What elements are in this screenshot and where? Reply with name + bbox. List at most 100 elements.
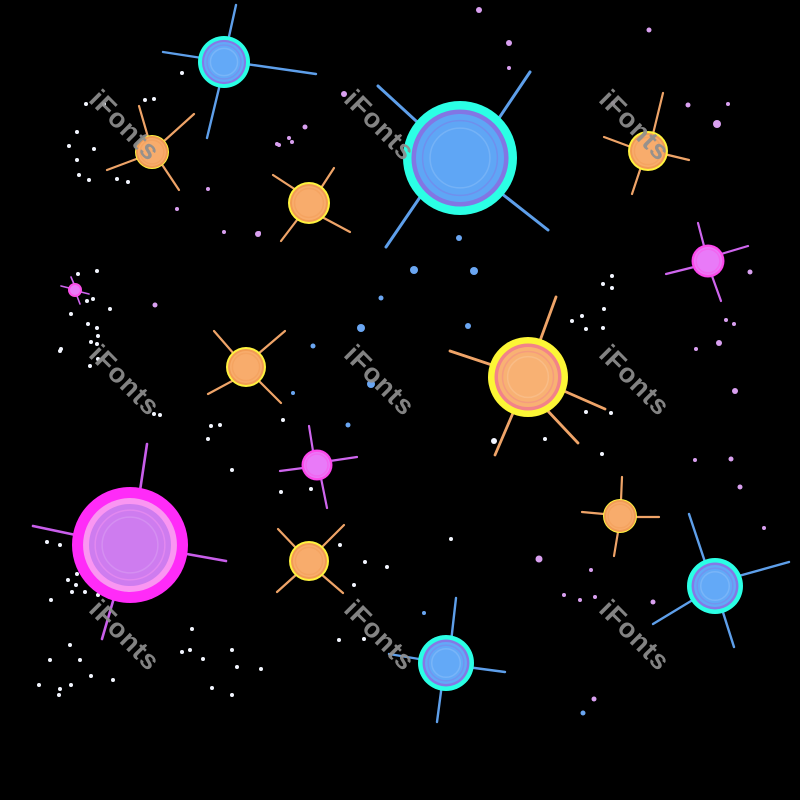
white-dot [206, 437, 210, 441]
white-dot [230, 648, 234, 652]
white-dot [601, 282, 605, 286]
white-dot [230, 693, 234, 697]
purple-dot [694, 347, 698, 351]
star-inner-ring [501, 350, 555, 404]
white-dot [75, 572, 79, 576]
white-dot [69, 683, 73, 687]
white-dot [74, 583, 78, 587]
white-dot [610, 286, 614, 290]
star-magenta-right [664, 221, 750, 303]
white-dot [352, 583, 356, 587]
white-dot [70, 590, 74, 594]
star-ray [319, 476, 329, 510]
star-ray [562, 389, 607, 411]
star-ray [205, 82, 222, 140]
white-dot [67, 144, 71, 148]
white-dot [89, 674, 93, 678]
white-dot [209, 424, 213, 428]
star-ray [76, 295, 81, 305]
star-ray [619, 475, 624, 502]
star-inner-ring [607, 503, 633, 529]
white-dot [58, 349, 62, 353]
white-dot [57, 693, 61, 697]
star-ray [580, 510, 606, 516]
purple-dot [222, 230, 226, 234]
white-dot [385, 565, 389, 569]
white-dot [259, 667, 263, 671]
white-dot [218, 423, 222, 427]
star-inner-ring [633, 136, 663, 166]
white-dot [102, 102, 106, 106]
star-inner-detail [506, 355, 550, 399]
star-inner-detail [429, 127, 491, 189]
white-dot [570, 319, 574, 323]
white-dot [188, 648, 192, 652]
star-big-magenta [31, 442, 228, 641]
star-ray [105, 156, 141, 172]
star-inner-ring [696, 567, 734, 605]
star-inner-ring [206, 44, 242, 80]
purple-dot [693, 458, 697, 462]
white-dot [69, 312, 73, 316]
blue-dot [367, 380, 375, 388]
purple-dot [476, 7, 482, 13]
purple-dot [290, 140, 294, 144]
white-dot [152, 97, 156, 101]
star-ray [80, 291, 90, 295]
star-inner-detail [699, 570, 731, 602]
purple-dot [732, 322, 736, 326]
star-ray [662, 152, 691, 162]
purple-dot [716, 340, 722, 346]
star-core [632, 135, 664, 167]
purple-dot [728, 456, 734, 462]
white-dot [201, 657, 205, 661]
purple-dot [255, 231, 261, 237]
white-dot [95, 342, 99, 346]
white-dot [602, 307, 606, 311]
white-dot [58, 687, 62, 691]
blue-dot [456, 235, 462, 241]
star-magenta-center [278, 424, 359, 510]
white-dot [96, 357, 100, 361]
white-dot [180, 650, 184, 654]
white-dot [279, 490, 283, 494]
star-ray [719, 244, 750, 256]
purple-dot [646, 27, 652, 33]
white-dot [600, 452, 604, 456]
star-inner-ring [421, 119, 499, 197]
blue-dot [291, 391, 295, 395]
star-ray [493, 411, 515, 457]
star-core [138, 138, 166, 166]
star-ray [602, 135, 633, 149]
star-ray [60, 285, 70, 289]
white-dot [337, 638, 341, 642]
purple-dot [152, 302, 158, 308]
white-dot [95, 326, 99, 330]
white-dot [190, 627, 194, 631]
white-dot [96, 334, 100, 338]
star-orange-right-low [580, 475, 661, 558]
white-dot [601, 326, 605, 330]
white-dot [610, 274, 614, 278]
star-core [304, 452, 330, 478]
purple-dot [726, 102, 730, 106]
star-core [694, 247, 722, 275]
star-blue-bottomright [651, 512, 791, 649]
star-core [606, 502, 634, 530]
white-dot [95, 269, 99, 273]
purple-dot [302, 124, 308, 130]
white-dot [230, 468, 234, 472]
white-dot [449, 537, 453, 541]
white-dot [48, 658, 52, 662]
star-ray [630, 165, 643, 196]
blue-dots [291, 235, 586, 716]
white-dot [491, 438, 497, 444]
star-core [498, 347, 558, 407]
star-core [292, 186, 326, 220]
white-dot [543, 437, 547, 441]
star-orange-center-left [206, 329, 287, 405]
blue-dot [357, 324, 365, 332]
white-dot [609, 411, 613, 415]
